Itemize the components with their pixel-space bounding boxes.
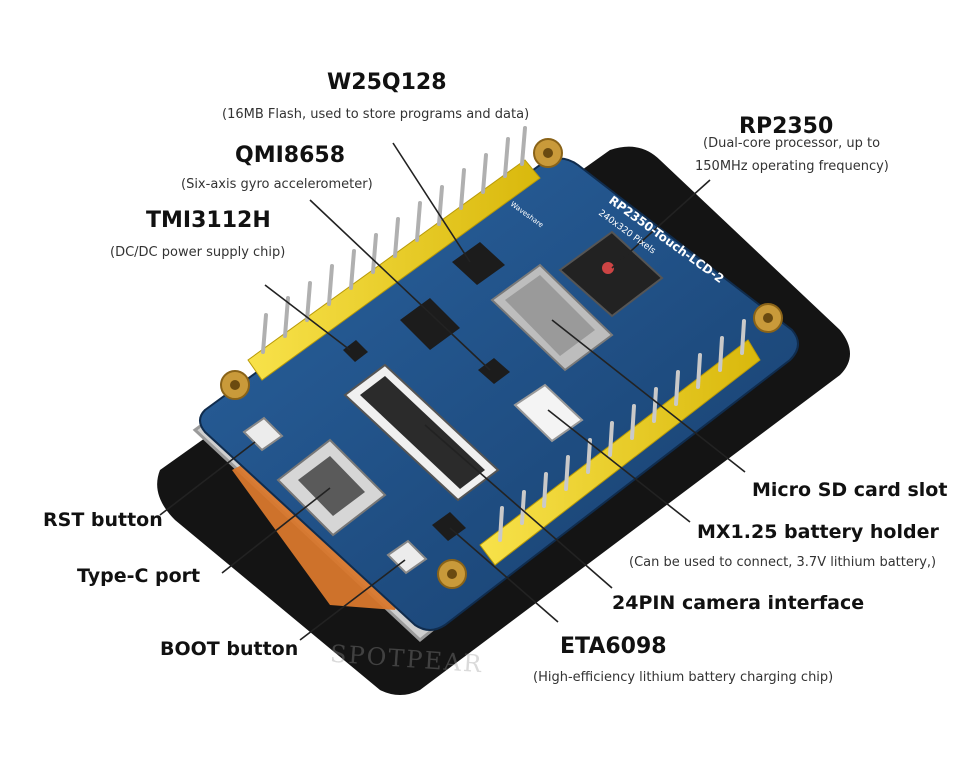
camera-title: 24PIN camera interface: [612, 592, 865, 614]
w25q128-chip: [452, 242, 505, 285]
leader-lines: [159, 142, 746, 641]
typec-title: Type-C port: [77, 565, 201, 587]
rp2350-desc-2: 150MHz operating frequency): [695, 159, 889, 174]
battery-desc: (Can be used to connect, 3.7V lithium ba…: [629, 555, 937, 570]
boot-button-part: [386, 539, 428, 575]
rst-title: RST button: [43, 509, 163, 531]
boot-title: BOOT button: [160, 638, 299, 660]
battery-title: MX1.25 battery holder: [697, 521, 939, 543]
eta6098-desc: (High-efficiency lithium battery chargin…: [533, 670, 834, 685]
rp2350-chip: [558, 230, 664, 318]
qmi8658-desc: (Six-axis gyro accelerometer): [181, 177, 373, 192]
tmi3112h-desc: (DC/DC power supply chip): [110, 245, 286, 260]
tmi3112h-title: TMI3112H: [146, 208, 271, 233]
rp2350-desc-1: (Dual-core processor, up to: [703, 136, 881, 151]
sd-slot-title: Micro SD card slot: [752, 479, 948, 501]
tmi3112h-chip: [343, 340, 368, 362]
type-c-connector: [276, 438, 387, 537]
eta6098-title: ETA6098: [560, 634, 667, 659]
qmi8658-title: QMI8658: [235, 143, 346, 168]
rst-button-part: [242, 416, 284, 452]
rp2350-title: RP2350: [739, 114, 834, 139]
regulator-chip: [400, 298, 460, 350]
battery-holder: [513, 383, 584, 443]
camera-connector: [343, 363, 500, 502]
w25q128-title: W25Q128: [327, 70, 447, 95]
pin-header-right: [479, 319, 761, 566]
qmi8658-chip: [478, 358, 510, 384]
w25q128-desc: (16MB Flash, used to store programs and …: [222, 107, 530, 122]
pin-header-left: [247, 126, 541, 381]
